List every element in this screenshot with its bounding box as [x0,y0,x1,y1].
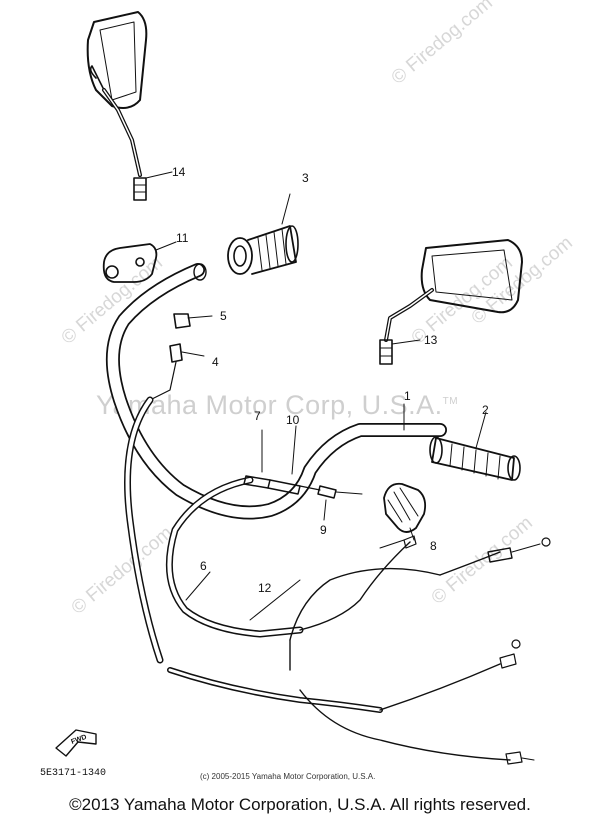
handlebar [105,263,447,520]
callout-3: 3 [302,171,309,185]
left-mirror [86,11,173,201]
small-fittings [149,313,213,401]
forward-arrow: FWD [55,729,97,757]
callout-11: 11 [176,231,189,245]
callout-1: 1 [404,389,411,403]
callout-14: 14 [172,165,186,179]
lever-holder-right [383,482,427,541]
diagram-code: 5E3171-1340 [40,768,107,779]
callout-9: 9 [320,523,327,537]
callout-4: 4 [212,355,219,369]
callout-12: 12 [258,581,272,595]
control-cables [167,535,551,765]
footer-copyright: ©2013 Yamaha Motor Corporation, U.S.A. A… [69,795,531,814]
callout-7: 7 [254,409,261,423]
right-mirror [379,239,523,365]
throttle-cables [124,396,363,664]
handlebar-parts-diagram: FWD [55,11,551,765]
lever-holder-left [102,241,177,283]
callout-13: 13 [424,333,438,347]
callout-2: 2 [482,403,489,417]
callout-10: 10 [286,413,300,427]
right-grip [429,411,521,481]
left-grip [227,193,299,275]
callout-6: 6 [200,559,207,573]
inner-copyright: (c) 2005-2015 Yamaha Motor Corporation, … [200,772,376,781]
callout-5: 5 [220,309,227,323]
callout-8: 8 [430,539,437,553]
